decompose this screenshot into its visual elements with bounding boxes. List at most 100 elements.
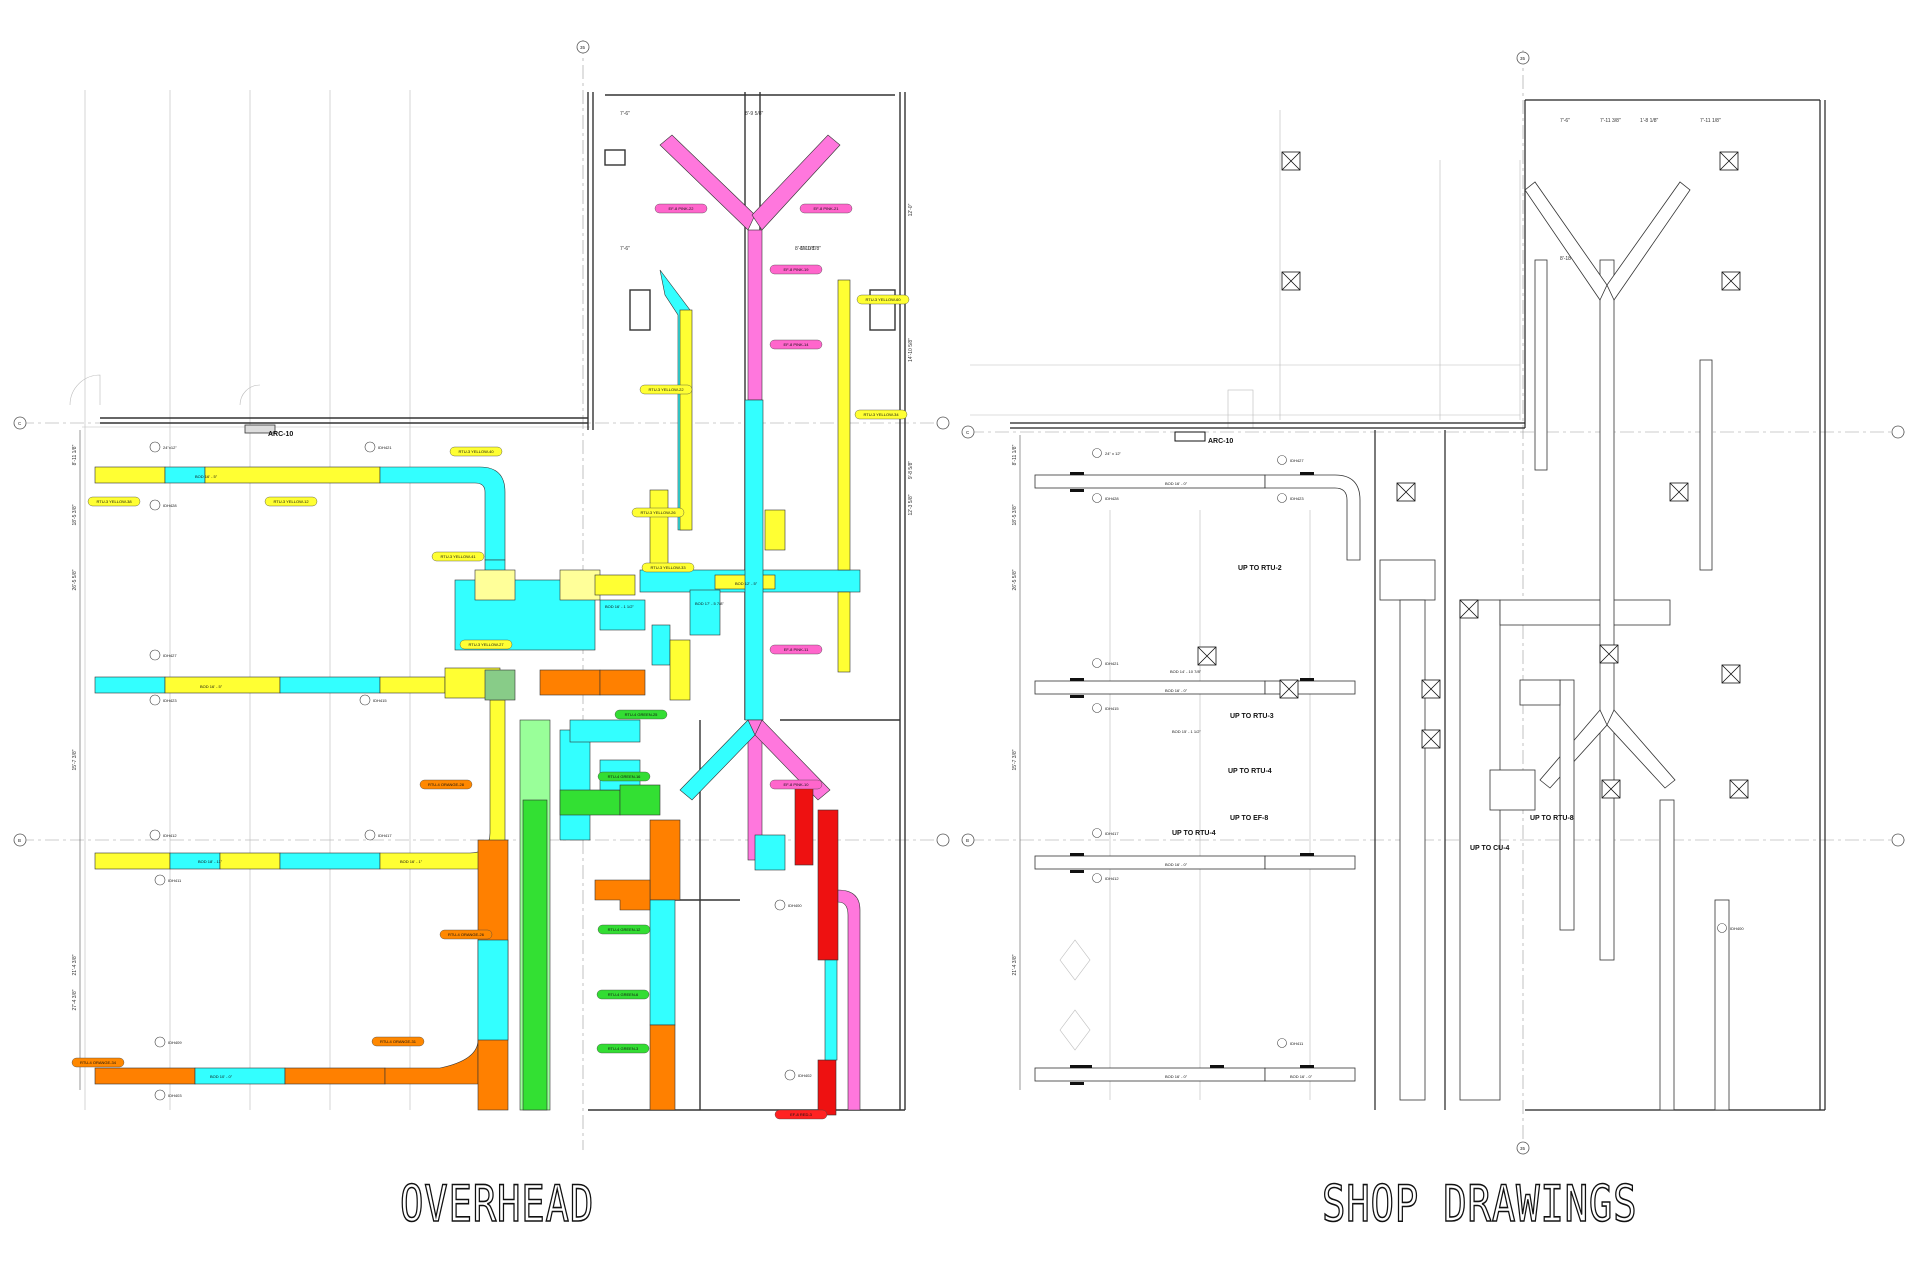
duct-tag: EF-8 PINK-22	[654, 203, 708, 214]
bod-label: BOD 18' - 11"	[198, 859, 223, 864]
duct-tag-text: RTU-3 YELLOW-22	[648, 387, 684, 392]
grille-symbol: IDH427	[149, 649, 177, 661]
grille-label: IDH402	[798, 1073, 812, 1078]
grille-label: IDH415	[373, 698, 387, 703]
grille-label: IDH417	[378, 833, 392, 838]
grille-label: IDH428	[1105, 496, 1119, 501]
grid-bubble-top-label: 35	[580, 45, 586, 50]
bod-label: BOD 16' - 0"	[1290, 1074, 1313, 1079]
duct-cyan	[94, 676, 166, 694]
shop-drawing: 35 35 C B	[961, 50, 1905, 1155]
duct-tag-text: RTU-4 ORANGE-31	[380, 1039, 417, 1044]
rtu-label: UP TO RTU-3	[1230, 713, 1274, 720]
grille-symbol: IDH421	[364, 441, 392, 453]
dimension-text: 15'-7 3/8"	[72, 749, 78, 770]
grid-bubble-c-label: C	[966, 430, 970, 435]
dimension-text: 26'-5 5/8"	[72, 569, 78, 590]
dimension-text: 7'-6"	[620, 246, 630, 252]
dimension-text: 8'-18 1/8"	[1560, 256, 1581, 262]
duct-orange	[599, 669, 646, 696]
duct-cyan	[651, 624, 671, 666]
grille-symbol: IDH412	[149, 829, 177, 841]
duct-yellow	[94, 466, 166, 484]
duct-tag-text: RTU-3 YELLOW-34	[863, 412, 899, 417]
dimension-text: 21'-4 3/8"	[1012, 954, 1018, 975]
rtu-label: UP TO RTU-2	[1238, 565, 1282, 572]
bod-label: BOD 16' - 5"	[195, 474, 218, 479]
grille-label: IDH421	[1105, 661, 1119, 666]
grille-label: IDH427	[163, 653, 177, 658]
grid-bubble-b-label: B	[966, 838, 969, 843]
duct-tag-text: EF-8 PINK-22	[669, 206, 695, 211]
grid-bubbles	[961, 51, 1905, 1155]
grille-label: IDH411	[1290, 1041, 1304, 1046]
duct-tag-text: EF-8 PINK-21	[814, 206, 840, 211]
duct-tag: EF-8 PINK-14	[769, 339, 823, 350]
duct-yellow	[837, 591, 851, 673]
caption-overhead: OVERHEAD	[399, 1174, 595, 1234]
grille-symbol: IDH411	[1277, 1038, 1304, 1048]
right-dimensions: 12'-0"14'-10 5/8"9'-8 5/8"12'-3 5/8"7'-6…	[620, 111, 914, 516]
grille-label: IDH400	[788, 903, 802, 908]
duct-elbow-cyan	[379, 466, 506, 561]
duct-tag: RTU-4 ORANGE-31	[371, 1036, 425, 1047]
duct-orange	[284, 1067, 386, 1085]
duct-cyan	[194, 1067, 286, 1085]
dimension-text: 7'-11 1/8"	[1700, 118, 1721, 124]
duct-cyan	[569, 719, 641, 743]
caption-shop-drawings: SHOP DRAWINGS	[1321, 1174, 1638, 1234]
duct-cyan	[689, 589, 721, 636]
duct-tag-text: RTU-3 YELLOW-60	[865, 297, 901, 302]
grille-symbol: IDH421	[1092, 658, 1119, 668]
duct-tag-text: RTU-4 GREEN-3	[608, 1046, 639, 1051]
duct-tag-text: RTU-3 YELLOW-12	[273, 499, 309, 504]
duct-tag-text: RTU-3 YELLOW-38	[96, 499, 132, 504]
grille-symbol: 24"x12"	[149, 441, 177, 453]
duct-tag-text: RTU-3 YELLOW-26	[640, 510, 676, 515]
grille-symbol: IDH411	[154, 874, 182, 886]
grid-bubble-top-label: 35	[1520, 56, 1526, 61]
dimension-text: 12'-3 5/8"	[908, 494, 914, 515]
duct-tag-text: EF-8 PINK-14	[784, 342, 810, 347]
duct-orange	[539, 669, 601, 696]
grille-symbol: IDH409	[154, 1036, 182, 1048]
duct-tag: RTU-4 ORANGE-26	[439, 929, 493, 940]
duct-cyan	[649, 899, 676, 1026]
grille-label: IDH415	[1105, 706, 1119, 711]
grille-label: IDH423	[163, 698, 177, 703]
bod-label: BOD 14' - 10 7/8"	[1170, 669, 1202, 674]
grille-symbol: IDH400	[1717, 923, 1744, 933]
duct-tag-text: RTU-4 GREEN-12	[608, 927, 642, 932]
duct-orange	[649, 819, 681, 901]
plenum-lightyellow	[559, 569, 601, 601]
duct-green	[559, 789, 621, 816]
dimension-text: 8'-11 1/8"	[1012, 444, 1018, 465]
duct-tag: RTU-4 ORANGE-28	[419, 779, 473, 790]
bod-label: BOD 16' - 0"	[1165, 862, 1188, 867]
duct-red	[817, 1059, 837, 1116]
duct-orange	[594, 879, 651, 911]
dimension-text: 7'-6"	[620, 111, 630, 117]
grille-symbol: IDH412	[1092, 873, 1119, 883]
duct-tag: RTU-4 GREEN-12	[597, 924, 651, 935]
duct-tag: RTU-3 YELLOW-12	[264, 496, 318, 507]
duct-tag: RTU-4 GREEN-16	[597, 771, 651, 782]
branch-pink	[659, 134, 756, 231]
branch-pink	[751, 134, 841, 231]
duct-cyan	[824, 959, 838, 1061]
dimension-text: 1'-8 1/8"	[1640, 118, 1659, 124]
duct-tag-text: EF-8 RED-3	[790, 1112, 813, 1117]
duct-yellow	[764, 509, 786, 551]
grille-label: IDH411	[168, 878, 182, 883]
duct-yellow	[219, 852, 281, 870]
duct-tag-text: RTU-3 YELLOW-40	[458, 449, 494, 454]
duct-cyan	[599, 599, 646, 631]
grille-label: IDH421	[378, 445, 392, 450]
duct-tag: RTU-4 GREEN-25	[614, 709, 668, 720]
duct-tag: RTU-3 YELLOW-22	[639, 384, 693, 395]
duct-yellow	[164, 676, 281, 694]
rtu-label: UP TO RTU-4	[1228, 768, 1272, 775]
grille-label: IDH412	[1105, 876, 1119, 881]
